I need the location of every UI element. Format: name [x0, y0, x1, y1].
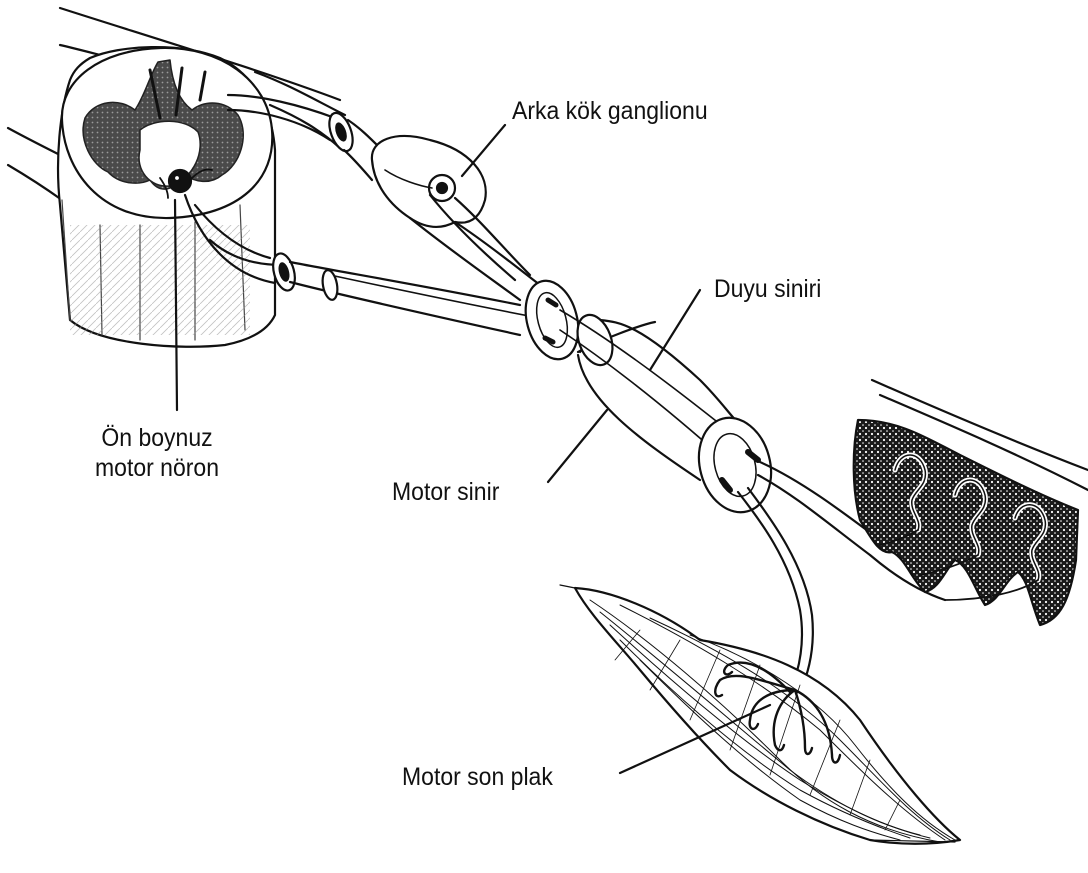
ventral-root-tube — [290, 262, 540, 335]
label-arka-kok-ganglionu: Arka kök ganglionu — [512, 96, 708, 126]
label-duyu-siniri: Duyu siniri — [714, 274, 821, 304]
skin-receptor — [854, 380, 1088, 625]
dorsal-root-ganglion — [344, 120, 540, 300]
spinal-cord — [8, 8, 340, 347]
label-motor-sinir: Motor sinir — [392, 477, 499, 507]
label-motor-son-plak: Motor son plak — [402, 762, 553, 792]
leader-arka — [462, 125, 505, 176]
label-on-boynuz-motor-noron: Ön boynuz motor nöron — [95, 423, 219, 483]
muscle — [560, 585, 960, 844]
leader-motor — [548, 410, 607, 482]
